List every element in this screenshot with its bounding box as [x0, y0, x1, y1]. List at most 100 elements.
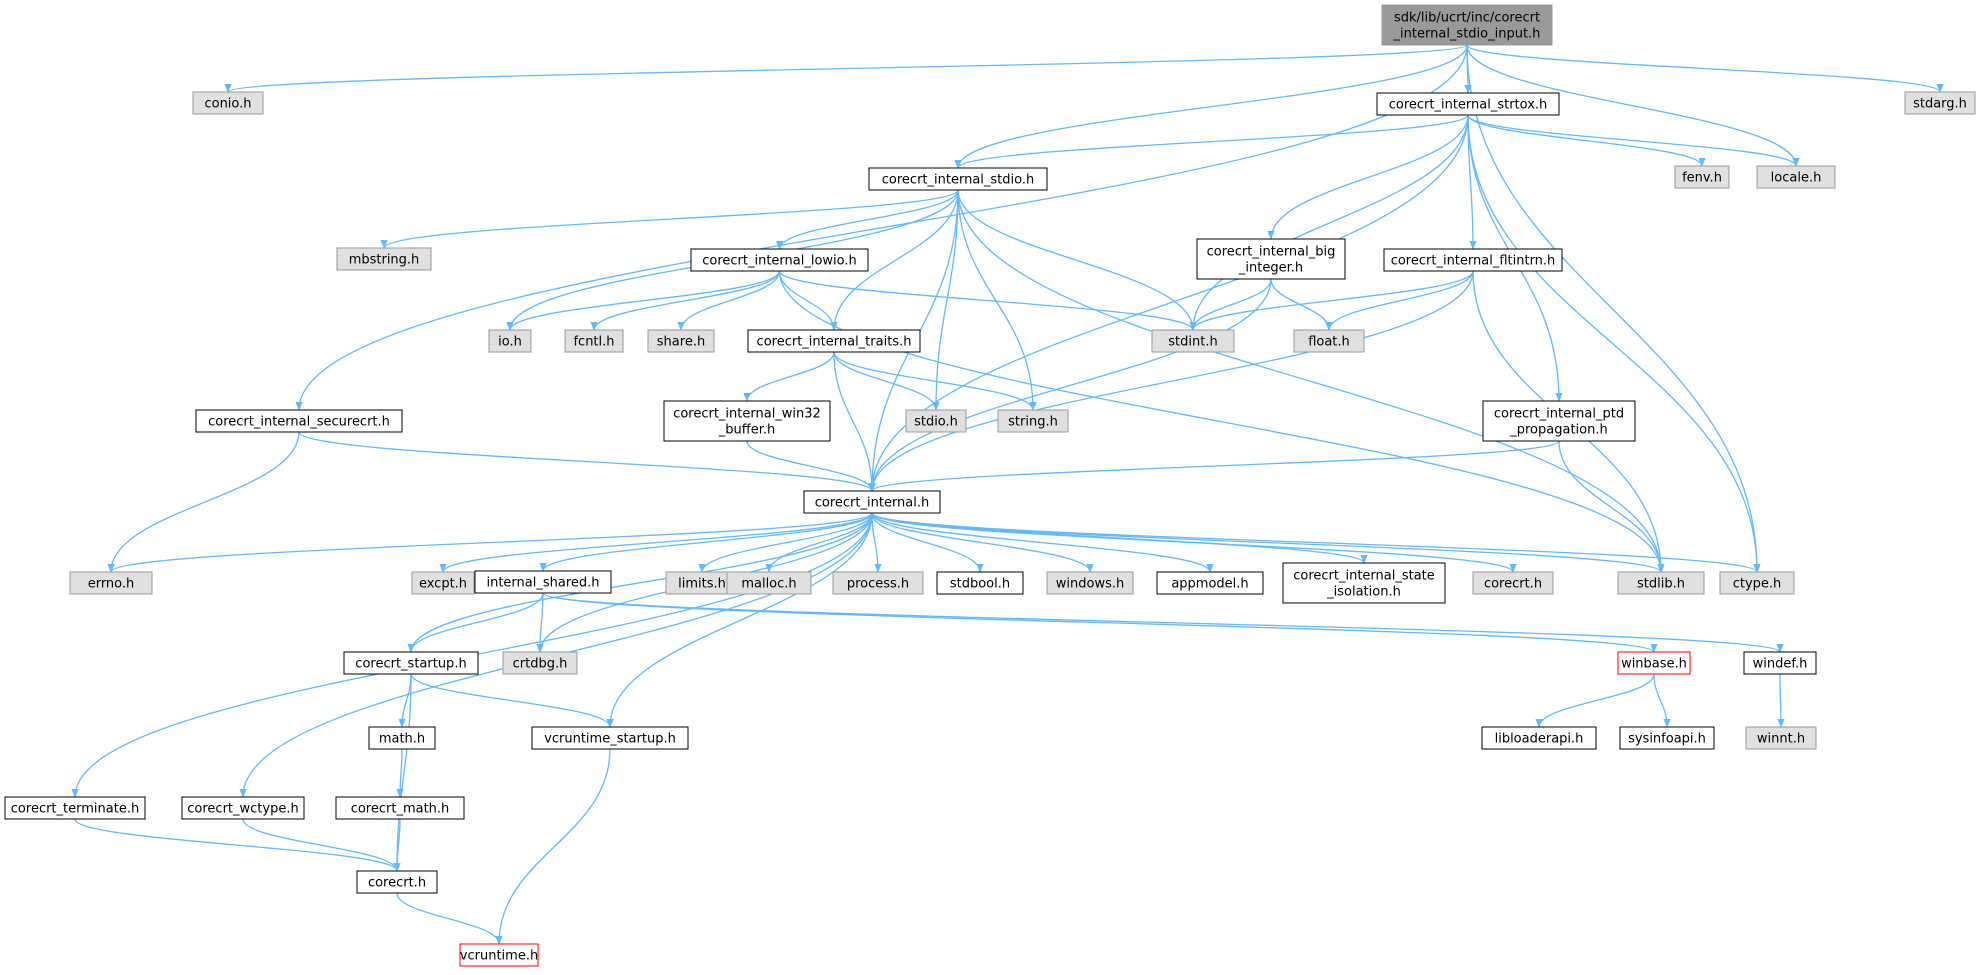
- node-label: appmodel.h: [1171, 577, 1248, 592]
- node-label: corecrt_internal_fltintrn.h: [1391, 254, 1556, 269]
- edge-big_integer-to-internal: [868, 278, 1272, 492]
- node-conio: conio.h: [192, 91, 264, 115]
- edge-stdio_int-to-string: [957, 189, 1037, 411]
- edge-ptd-to-stdlib: [1558, 440, 1665, 573]
- node-securecrt[interactable]: corecrt_internal_securecrt.h: [195, 409, 403, 433]
- node-wctype[interactable]: corecrt_wctype.h: [181, 796, 305, 820]
- node-cmath[interactable]: corecrt_math.h: [335, 796, 465, 820]
- node-process: process.h: [832, 571, 924, 595]
- node-label: stdarg.h: [1913, 97, 1967, 112]
- edge-winbase-to-libloader: [1535, 673, 1655, 728]
- node-box: [1293, 329, 1365, 353]
- node-winbase[interactable]: winbase.h: [1617, 651, 1691, 675]
- node-box: [1376, 92, 1560, 116]
- node-box: [868, 167, 1048, 191]
- node-box: [726, 571, 812, 595]
- edge-internal-to-excpt: [439, 512, 873, 573]
- node-box: [1743, 651, 1817, 675]
- edge-stdio_int-to-lowio: [775, 189, 959, 250]
- node-strtox[interactable]: corecrt_internal_strtox.h: [1376, 92, 1560, 116]
- edge-strtox-to-locale: [1467, 114, 1800, 167]
- node-corecrt[interactable]: corecrt.h: [356, 870, 438, 894]
- edge-internal-to-limits: [698, 512, 873, 573]
- node-vcr_startup[interactable]: vcruntime_startup.h: [531, 726, 689, 750]
- node-box: [936, 571, 1024, 595]
- node-terminate[interactable]: corecrt_terminate.h: [4, 796, 146, 820]
- node-root[interactable]: sdk/lib/ucrt/inc/corecrt_internal_stdio_…: [1381, 4, 1553, 46]
- node-stdarg: stdarg.h: [1904, 91, 1976, 115]
- edge-lowio-to-fcntl: [590, 270, 781, 331]
- node-box: [368, 726, 436, 750]
- node-label: corecrt_internal_ptd: [1494, 407, 1624, 422]
- node-shared[interactable]: internal_shared.h: [474, 570, 612, 594]
- node-box: [1046, 571, 1134, 595]
- node-label: corecrt_internal.h: [815, 496, 930, 511]
- edge-fltintrn-to-stdint: [1189, 270, 1474, 331]
- edge-internal-to-ctype: [871, 512, 1761, 573]
- node-label: io.h: [498, 335, 522, 350]
- node-box: [69, 571, 153, 595]
- node-label: windows.h: [1056, 577, 1124, 592]
- node-limits: limits.h: [665, 571, 739, 595]
- edge-fltintrn-to-float: [1325, 270, 1474, 331]
- node-stdbool[interactable]: stdbool.h: [936, 571, 1024, 595]
- node-box: [832, 571, 924, 595]
- node-label: locale.h: [1771, 171, 1822, 186]
- node-ptd[interactable]: corecrt_internal_ptd_propagation.h: [1482, 400, 1636, 442]
- node-label: corecrt_wctype.h: [187, 802, 298, 817]
- node-windef[interactable]: windef.h: [1743, 651, 1817, 675]
- node-label: errno.h: [88, 577, 135, 592]
- node-malloc: malloc.h: [726, 571, 812, 595]
- edge-stdio_int-to-mbstring: [380, 189, 959, 249]
- node-ctype: ctype.h: [1719, 571, 1795, 595]
- node-label: math.h: [379, 732, 425, 747]
- node-internal[interactable]: corecrt_internal.h: [803, 490, 941, 514]
- nodes-layer: sdk/lib/ucrt/inc/corecrt_internal_stdio_…: [4, 4, 1976, 967]
- node-box: [803, 490, 941, 514]
- node-box: [181, 796, 305, 820]
- edge-strtox-to-big_integer: [1267, 114, 1469, 240]
- node-startup[interactable]: corecrt_startup.h: [343, 651, 479, 675]
- node-label: conio.h: [204, 97, 251, 112]
- edge-strtox-to-stdint: [1189, 114, 1469, 331]
- edge-startup-to-corecrt: [393, 673, 412, 872]
- node-string: string.h: [997, 409, 1069, 433]
- node-label: malloc.h: [741, 577, 796, 592]
- edge-strtox-to-fenv: [1467, 114, 1706, 167]
- node-box: [1156, 571, 1264, 595]
- node-libloader[interactable]: libloaderapi.h: [1481, 726, 1597, 750]
- edge-stdio_int-to-stdlib: [957, 189, 1665, 573]
- edge-lowio-to-stdint: [778, 270, 1197, 331]
- node-label: vcruntime_startup.h: [544, 732, 676, 747]
- edge-lowio-to-stdlib: [778, 270, 1665, 573]
- node-big_integer[interactable]: corecrt_internal_big_integer.h: [1196, 238, 1346, 280]
- node-win32buf[interactable]: corecrt_internal_win32_buffer.h: [663, 400, 831, 442]
- node-traits[interactable]: corecrt_internal_traits.h: [747, 329, 921, 353]
- node-box: [1617, 651, 1691, 675]
- node-errno: errno.h: [69, 571, 153, 595]
- edge-root-to-conio: [224, 44, 1468, 93]
- node-stdio_int[interactable]: corecrt_internal_stdio.h: [868, 167, 1048, 191]
- node-sysinfo[interactable]: sysinfoapi.h: [1619, 726, 1715, 750]
- node-vcruntime[interactable]: vcruntime.h: [459, 943, 539, 967]
- node-label: _integer.h: [1238, 261, 1303, 276]
- node-box: [411, 571, 475, 595]
- node-label: corecrt_internal_lowio.h: [702, 254, 857, 269]
- node-lowio[interactable]: corecrt_internal_lowio.h: [690, 248, 869, 272]
- node-box: [663, 400, 831, 442]
- node-label: stdbool.h: [950, 577, 1010, 592]
- node-state_iso[interactable]: corecrt_internal_state_isolation.h: [1282, 562, 1446, 604]
- node-math[interactable]: math.h: [368, 726, 436, 750]
- node-box: [1719, 571, 1795, 595]
- node-label: _internal_stdio_input.h: [1393, 27, 1541, 42]
- node-appmodel[interactable]: appmodel.h: [1156, 571, 1264, 595]
- edge-cmath-to-corecrt: [393, 818, 401, 872]
- node-fltintrn[interactable]: corecrt_internal_fltintrn.h: [1383, 248, 1563, 272]
- edge-internal-to-windows: [871, 512, 1094, 573]
- node-box: [1756, 165, 1836, 189]
- node-box: [1745, 726, 1817, 750]
- edge-lowio-to-io: [506, 270, 781, 331]
- node-stdint: stdint.h: [1151, 329, 1235, 353]
- edge-stdio_int-to-stdint: [957, 189, 1197, 331]
- node-io: io.h: [488, 329, 532, 353]
